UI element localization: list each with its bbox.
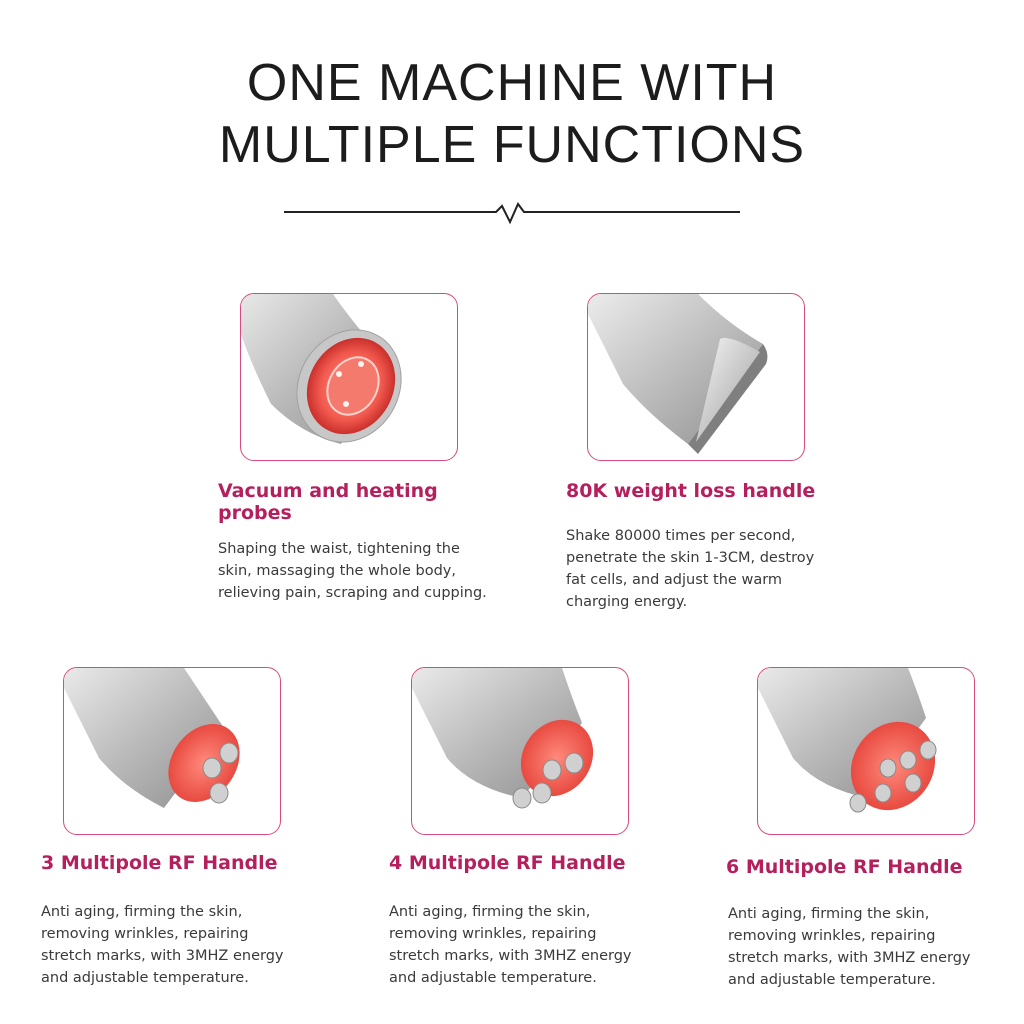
3-multipole-illustration: [64, 668, 240, 808]
description-line: and adjustable temperature.: [728, 972, 936, 988]
heading-6-multipole: 6 Multipole RF Handle: [726, 856, 963, 878]
product-image-6-multipole: [757, 667, 975, 835]
description-line: stretch marks, with 3MHZ energy: [728, 950, 971, 966]
heading-line: 3 Multipole RF Handle: [41, 852, 278, 874]
description-line: stretch marks, with 3MHZ energy: [41, 948, 284, 964]
description-line: Shake 80000 times per second,: [566, 528, 796, 544]
title-line-2: MULTIPLE FUNCTIONS: [218, 116, 806, 174]
description-vacuum-heating: Shaping the waist, tightening the skin, …: [218, 538, 487, 604]
description-line: removing wrinkles, repairing: [389, 926, 597, 942]
description-line: Anti aging, firming the skin,: [41, 904, 243, 920]
pulse-divider: [284, 202, 740, 225]
heading-line: 6 Multipole RF Handle: [726, 856, 963, 878]
6-multipole-illustration: [758, 668, 937, 813]
heading-line: Vacuum and heating: [218, 480, 438, 502]
heading-line: 4 Multipole RF Handle: [389, 852, 626, 874]
heading-80k: 80K weight loss handle: [566, 480, 815, 502]
product-image-80k: [587, 293, 805, 461]
description-line: Shaping the waist, tightening the: [218, 541, 460, 557]
heading-line: 80K weight loss handle: [566, 480, 816, 502]
description-80k: Shake 80000 times per second, penetrate …: [566, 525, 814, 613]
description-line: removing wrinkles, repairing: [41, 926, 249, 942]
description-6-multipole: Anti aging, firming the skin, removing w…: [728, 903, 970, 991]
heading-3-multipole: 3 Multipole RF Handle: [41, 852, 278, 874]
page-title: ONE MACHINE WITH MULTIPLE FUNCTIONS: [0, 52, 1024, 176]
product-image-vacuum-heating: [240, 293, 458, 461]
description-line: Anti aging, firming the skin,: [389, 904, 591, 920]
description-line: stretch marks, with 3MHZ energy: [389, 948, 632, 964]
description-3-multipole: Anti aging, firming the skin, removing w…: [41, 901, 283, 989]
heading-4-multipole: 4 Multipole RF Handle: [389, 852, 626, 874]
description-line: removing wrinkles, repairing: [728, 928, 936, 944]
product-image-3-multipole: [63, 667, 281, 835]
heading-vacuum-heating: Vacuum and heating probes: [218, 480, 438, 524]
description-line: penetrate the skin 1-3CM, destroy: [566, 550, 815, 566]
description-line: and adjustable temperature.: [389, 970, 597, 986]
title-line-1: ONE MACHINE WITH: [246, 54, 778, 112]
4-multipole-illustration: [412, 668, 594, 809]
description-line: and adjustable temperature.: [41, 970, 249, 986]
description-line: fat cells, and adjust the warm: [566, 572, 783, 588]
80k-handle-illustration: [588, 294, 768, 454]
vacuum-probe-illustration: [241, 294, 402, 444]
description-4-multipole: Anti aging, firming the skin, removing w…: [389, 901, 631, 989]
description-line: charging energy.: [566, 594, 688, 610]
description-line: relieving pain, scraping and cupping.: [218, 585, 487, 601]
description-line: Anti aging, firming the skin,: [728, 906, 930, 922]
heading-line: probes: [218, 502, 292, 524]
description-line: skin, massaging the whole body,: [218, 563, 456, 579]
product-image-4-multipole: [411, 667, 629, 835]
